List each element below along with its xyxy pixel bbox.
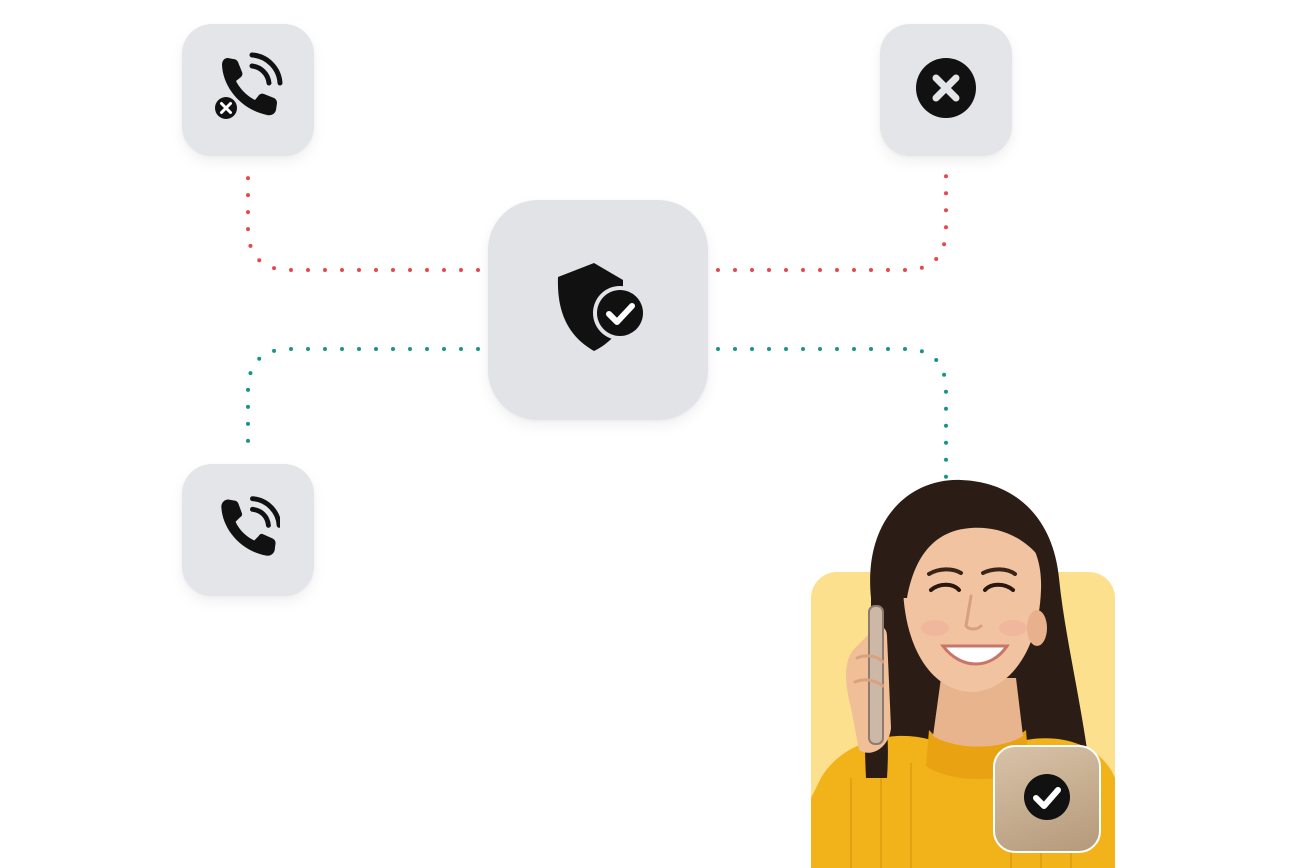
verified-caller-tile — [993, 745, 1101, 853]
phone-blocked-icon — [212, 52, 284, 129]
allowed-call-tile — [182, 464, 314, 596]
shield-check-icon — [550, 260, 647, 361]
connector-verified-caller — [716, 347, 948, 484]
phone-ringing-icon — [216, 495, 282, 565]
connector-rejected — [716, 166, 948, 272]
rejected-tile — [880, 24, 1012, 156]
check-circle-icon — [1023, 773, 1071, 826]
connector-allowed-call — [246, 347, 480, 454]
close-circle-icon — [915, 57, 977, 124]
shield-hub-tile — [488, 200, 708, 420]
connector-blocked-call — [246, 166, 480, 272]
blocked-call-tile — [182, 24, 314, 156]
